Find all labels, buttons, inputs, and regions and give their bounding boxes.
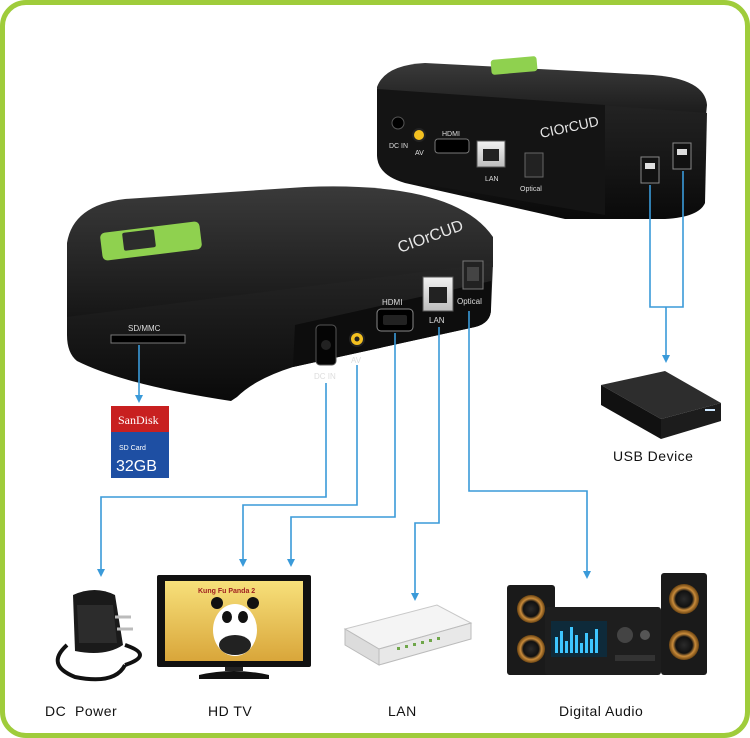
av-connector-line [243,365,357,561]
usb-device-label: USB Device [613,448,693,464]
rear-usb-port-2 [673,143,691,169]
lan-connector-line [415,327,439,595]
rear-optical-label: Optical [520,186,542,193]
front-hdmi-label: HDMI [382,298,402,307]
lan-arrow [411,593,419,601]
front-media-box [67,186,493,401]
rear-av-port [413,129,425,141]
optical-connector-line [469,311,587,573]
dc-power-adapter [58,590,140,679]
tv-screen-title: Kung Fu Panda 2 [198,588,255,595]
sd-card-type: SD Card [119,445,146,452]
hd-tv-label: HD TV [208,703,252,719]
sd-arrow [135,395,143,403]
rear-dc-label: DC IN [389,143,408,150]
front-dc-label: DC IN [314,372,336,381]
sd-mmc-slot [111,335,185,343]
rear-hdmi-port [435,139,469,153]
lan-router [345,605,471,665]
rear-hdmi-label: HDMI [442,131,460,138]
connection-diagram: CIOrCUD DC IN AV HDMI LAN Optical CIOrCU… [5,5,750,738]
hdmi-connector-line [291,333,395,561]
rear-av-label: AV [415,150,424,157]
digital-audio-system [507,573,707,675]
usb-arrow [662,355,670,363]
front-optical-label: Optical [457,297,482,306]
sd-card-capacity: 32GB [116,458,157,475]
rear-dc-port [392,117,404,129]
sd-card-brand: SanDisk [118,413,159,427]
front-lan-label: LAN [429,316,445,325]
av-arrow [239,559,247,567]
rear-lan-label: LAN [485,176,499,183]
hdmi-arrow [287,559,295,567]
front-av-label: AV [351,356,362,365]
lan-label: LAN [388,703,417,719]
usb-hard-drive [601,371,721,439]
optical-arrow [583,571,591,579]
rear-optical-port [525,153,543,177]
sd-mmc-label: SD/MMC [128,324,161,333]
rear-usb-port-1 [641,157,659,183]
dc-arrow [97,569,105,577]
dc-power-label: DC Power [45,703,117,719]
digital-audio-label: Digital Audio [559,703,643,719]
